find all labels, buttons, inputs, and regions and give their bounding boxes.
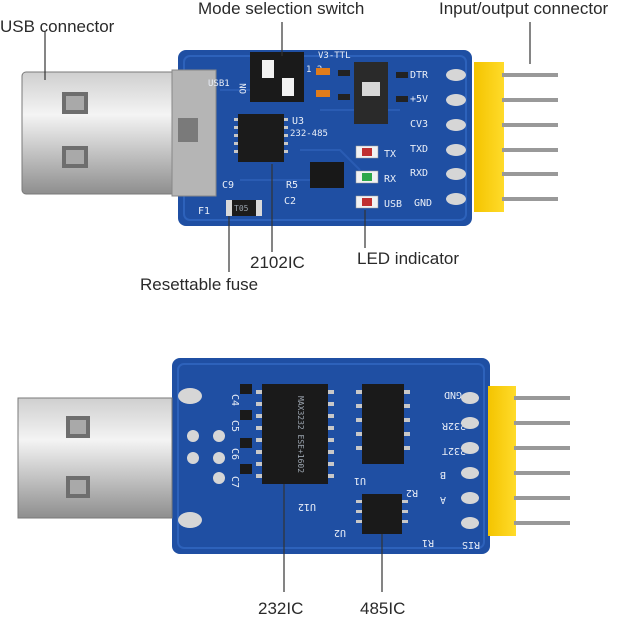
bottom-board: C4 C5 C6 C7 MAX3232 ESE+1602 U12 xyxy=(17,358,570,554)
bottom-leader-lines xyxy=(283,484,383,592)
resettable-fuse xyxy=(226,200,262,216)
pin-label-232r: 232R xyxy=(441,420,466,431)
chip-232: MAX3232 ESE+1602 xyxy=(256,384,334,484)
chip-485 xyxy=(356,494,408,534)
label-c2: C2 xyxy=(284,196,296,207)
pin-label-dtr: DTR xyxy=(410,70,429,81)
pin-label-rxd: RXD xyxy=(410,168,428,179)
io-header-top xyxy=(474,62,558,212)
label-r5: R5 xyxy=(286,180,298,191)
usb-connector-bottom xyxy=(17,397,173,519)
label-switch-nums: 1 2 xyxy=(306,65,322,75)
callout-io-connector: Input/output connector xyxy=(439,0,609,18)
pin-label-a: A xyxy=(440,494,446,505)
pin-label-txd: TXD xyxy=(410,144,428,155)
label-c7: C7 xyxy=(229,476,240,488)
label-u3: U3 xyxy=(292,116,304,127)
label-u12: U12 xyxy=(298,501,316,512)
pin-label-gnd: GND xyxy=(414,198,432,209)
pin-label-cv3: CV3 xyxy=(410,119,428,130)
label-usb1: USB1 xyxy=(208,79,230,89)
pin-label-5v: +5V xyxy=(410,94,428,105)
callout-usb-connector: USB connector xyxy=(0,17,115,36)
label-r1: R1 xyxy=(422,537,434,548)
label-mode-232-485: 232-485 xyxy=(290,129,328,139)
label-r2: R2 xyxy=(406,487,418,498)
pin-label-ris: RIS xyxy=(462,539,480,550)
led-label-usb: USB xyxy=(384,199,402,210)
mode-switch: ON 1 2 xyxy=(239,52,322,102)
led-label-rx: RX xyxy=(384,174,396,185)
callout-485ic: 485IC xyxy=(360,599,405,618)
label-u2: U2 xyxy=(334,527,346,538)
top-board: USB1 U3 232-485 ON 1 2 V3-TTL C9 R5 C2 F… xyxy=(21,50,558,226)
pin-label-232t: 232T xyxy=(442,445,466,456)
io-header-bottom xyxy=(488,386,570,536)
chip-232-marking: MAX3232 ESE+1602 xyxy=(296,396,305,473)
chip-u1 xyxy=(356,384,410,464)
led-indicators: TX RX USB xyxy=(355,145,402,210)
top-leader-lines xyxy=(44,22,531,272)
label-c4: C4 xyxy=(229,394,240,406)
label-c9: C9 xyxy=(222,180,234,191)
callout-resettable-fuse: Resettable fuse xyxy=(140,275,258,294)
pin-label-gnd-b: GND xyxy=(444,389,462,400)
label-switch-on: ON xyxy=(239,83,249,94)
label-f1: F1 xyxy=(198,206,210,217)
callout-232ic: 232IC xyxy=(258,599,303,618)
label-u1: U1 xyxy=(354,475,366,486)
label-c6: C6 xyxy=(229,448,240,460)
callout-2102ic: 2102IC xyxy=(250,253,305,272)
label-fuse-marking: T05 xyxy=(234,204,249,213)
chip-2102 xyxy=(238,114,284,162)
bottom-pcb xyxy=(172,358,490,554)
label-mode-ttl: V3-TTL xyxy=(318,51,351,61)
label-c5: C5 xyxy=(229,420,240,432)
callout-mode-switch: Mode selection switch xyxy=(198,0,364,18)
callout-led-indicator: LED indicator xyxy=(357,249,459,268)
usb-connector-top xyxy=(21,69,217,197)
pin-label-b: B xyxy=(440,469,446,480)
led-label-tx: TX xyxy=(384,149,396,160)
